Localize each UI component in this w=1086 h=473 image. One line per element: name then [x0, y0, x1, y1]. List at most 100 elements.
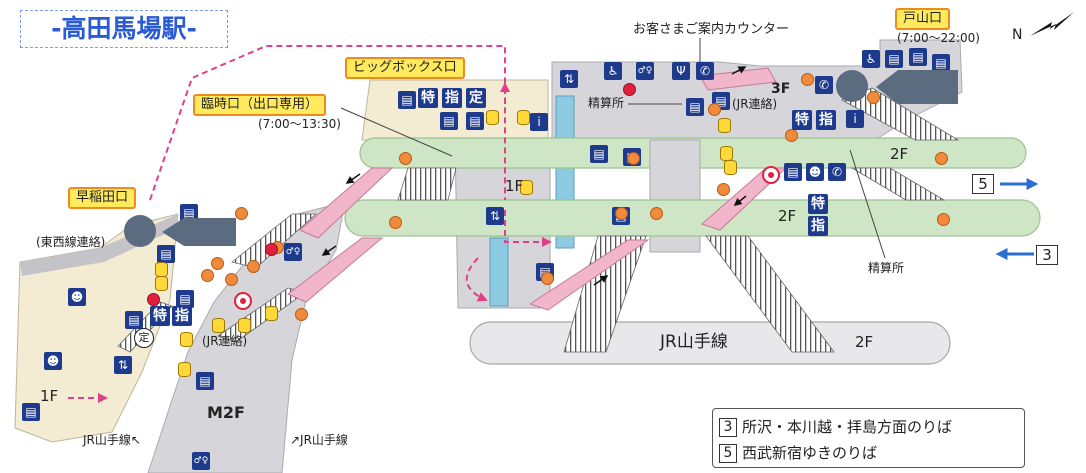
ticket-machine-icon: ▤: [885, 50, 903, 68]
legend-track-number: 3: [719, 418, 737, 437]
west-building-wall: [20, 248, 104, 276]
station-staff-icon: ☻: [68, 288, 86, 306]
ticket-machine-icon: ▤: [125, 311, 143, 329]
entrance-temporary-hours: (7:00～13:30): [258, 117, 341, 131]
station-staff-icon: ☻: [806, 163, 824, 181]
orange-dot-marker: [627, 152, 640, 165]
jr-exit-label: ↗JR山手線: [290, 433, 348, 447]
information-icon: i: [846, 110, 864, 128]
ticket-machine-icon: ▤: [180, 204, 198, 222]
ticket-machine-icon: ▤: [196, 372, 214, 390]
floor-label-2f-north: 2F: [890, 145, 909, 163]
escalator: [299, 167, 394, 239]
coin-locker-icon: [265, 306, 278, 321]
red-dot-marker: [623, 83, 636, 96]
ticket-machine-icon: ▤: [466, 112, 484, 130]
orange-dot-marker: [650, 207, 663, 220]
floor-label-m2f: M2F: [207, 403, 245, 422]
floor-label-1f-west: 1F: [40, 387, 59, 405]
track5-marker: 5: [972, 174, 994, 194]
escalator-direction-icon: [733, 195, 747, 207]
escalator-direction-icon: [593, 275, 609, 286]
coin-locker-icon: [178, 362, 191, 377]
orange-dot-marker: [801, 73, 814, 86]
coin-locker-icon: [155, 276, 168, 291]
limited-express-badge: 特: [792, 110, 812, 130]
ticket-machine-icon: ▤: [440, 112, 458, 130]
wheelchair-icon: ♿: [604, 62, 622, 80]
reserved-seat-badge: 指: [808, 216, 828, 236]
coin-locker-icon: [724, 160, 737, 175]
commuter-pass-circle-badge: 定: [134, 328, 154, 348]
floor-label-3f: 3F: [771, 81, 791, 97]
annotation-arrow: [162, 218, 236, 246]
orange-dot-marker: [389, 216, 402, 229]
red-dot-marker: [265, 243, 278, 256]
orange-dot-marker: [235, 207, 248, 220]
escalator-direction-icon: [345, 173, 361, 184]
restroom-icon: ♂♀: [192, 452, 210, 470]
limited-express-badge: 特: [808, 194, 828, 214]
orange-dot-marker: [867, 91, 880, 104]
wheelchair-icon: ♿: [862, 50, 880, 68]
entrance-temporary-label: 臨時口（出口専用）: [193, 94, 327, 117]
orange-dot-marker: [717, 183, 730, 196]
limited-express-badge: 特: [418, 88, 438, 108]
annotation-marker-circle: [836, 70, 868, 102]
escalator-direction-icon: [321, 245, 337, 256]
ticket-machine-icon: ▤: [590, 145, 608, 163]
floor-label-1f-center: 1F: [505, 177, 524, 195]
phone-icon: ✆: [696, 62, 714, 80]
info-counter-label: お客さまご案内カウンター: [633, 22, 790, 37]
orange-dot-marker: [225, 273, 238, 286]
escalator: [528, 239, 650, 311]
coin-locker-icon: [212, 318, 225, 333]
track3-marker: 3: [1036, 245, 1058, 265]
commuter-pass-badge: 定: [466, 88, 486, 108]
platform-2f-south: [344, 199, 1041, 237]
coin-locker-icon: [486, 110, 499, 125]
ticket-machine-icon: ▤: [157, 245, 175, 263]
station-title: -高田馬場駅-: [20, 10, 228, 48]
orange-dot-marker: [211, 257, 224, 270]
orange-dot-marker: [785, 129, 798, 142]
floor-label-jr-2f: 2F: [855, 333, 874, 351]
entrance-waseda-label: 早稲田口: [68, 187, 137, 210]
legend-text: 西武新宿ゆきのりば: [742, 444, 878, 462]
red-dot-marker: [147, 293, 160, 306]
ticket-machine-icon: ▤: [22, 403, 40, 421]
ticket-machine-icon: ▤: [932, 54, 950, 72]
jr-transfer-label: (JR連絡): [732, 97, 778, 111]
orange-dot-marker: [541, 272, 554, 285]
reserved-seat-badge: 指: [442, 88, 462, 108]
elevator-icon: ⇅: [486, 207, 504, 225]
fare-adjustment-label: 精算所: [588, 96, 625, 110]
ticket-machine-icon: ▤: [686, 98, 704, 116]
ic-charge-icon: [762, 166, 780, 184]
phone-icon: ✆: [828, 163, 846, 181]
fare-adjustment-label: 精算所: [868, 261, 905, 275]
annotation-arrow: [876, 70, 958, 104]
coin-locker-icon: [520, 180, 533, 195]
ticket-machine-icon: ▤: [398, 91, 416, 109]
jr-transfer-label: (JR連絡): [202, 334, 248, 348]
coin-locker-icon: [517, 110, 530, 125]
elevator-shaft: [489, 237, 509, 307]
escalator: [287, 237, 384, 303]
entrance-toyama-label: 戸山口: [895, 8, 951, 31]
stairs-jr-west: [563, 235, 647, 353]
stairs: [397, 167, 457, 201]
orange-dot-marker: [295, 308, 308, 321]
reserved-seat-badge: 指: [172, 306, 192, 326]
ticket-machine-icon: ▤: [176, 290, 194, 308]
ticket-machine-icon: ▤: [784, 163, 802, 181]
entrance-toyama-hours: (7:00～22:00): [897, 31, 980, 45]
orange-dot-marker: [937, 213, 950, 226]
legend-track-number: 5: [719, 444, 737, 463]
north-arrow-icon: [1030, 12, 1074, 36]
restaurant-icon: Ψ: [672, 62, 690, 80]
